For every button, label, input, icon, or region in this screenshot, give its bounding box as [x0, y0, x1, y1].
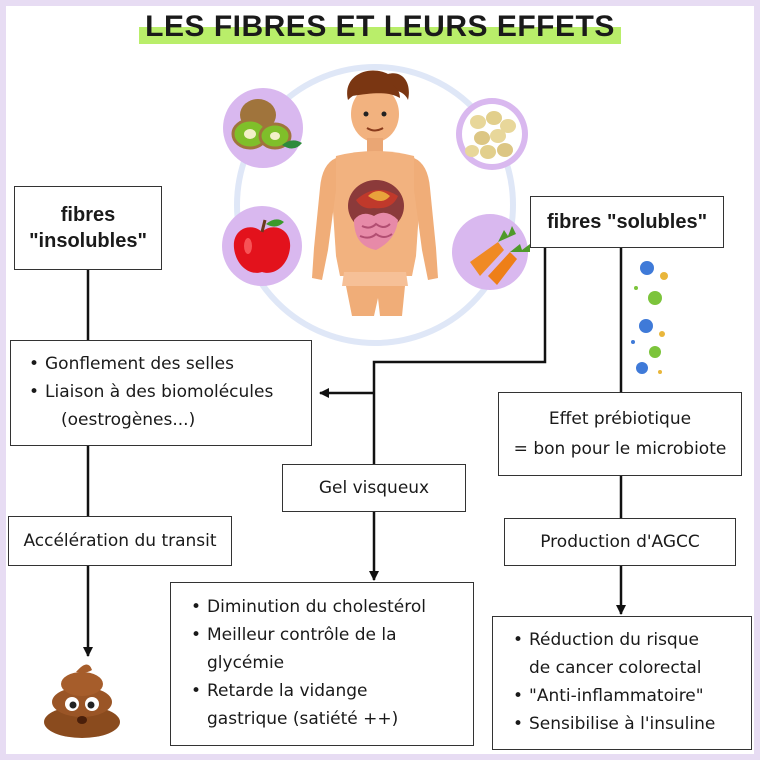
human-body-icon: [312, 70, 438, 316]
agcc-effect-line: "Anti-inflammatoire": [529, 686, 704, 706]
transit-label: Accélération du transit: [23, 531, 217, 551]
title-wrap: LES FIBRES ET LEURS EFFETS: [0, 10, 760, 44]
poop-icon: [44, 664, 120, 738]
body-ring: [234, 64, 516, 346]
prebiotic-box: Effet prébiotique = bon pour le microbio…: [498, 392, 742, 476]
connectors: [83, 248, 626, 657]
soluble-fibres-box: fibres "solubles": [530, 196, 724, 248]
gel-effect-item: Meilleur contrôle de la glycémie: [189, 621, 473, 677]
gel-effects-list: Diminution du cholestérol Meilleur contr…: [189, 593, 473, 733]
gel-effects-box: Diminution du cholestérol Meilleur contr…: [170, 582, 474, 746]
insoluble-label-line1: fibres: [60, 204, 116, 226]
title-text: LES FIBRES ET LEURS EFFETS: [145, 10, 615, 43]
agcc-effect-line: Réduction du risque: [529, 630, 699, 650]
effect-item: Liaison à des biomolécules: [27, 378, 311, 406]
insoluble-label-line2: "insolubles": [29, 230, 147, 252]
agcc-label: Production d'AGCC: [540, 532, 700, 552]
potato-icon: [456, 98, 528, 170]
bulking-effects-box: Gonflement des selles Liaison à des biom…: [10, 340, 312, 446]
agcc-effect-item: Réduction du risque de cancer colorectal: [511, 626, 751, 682]
agcc-effect-line: de cancer colorectal: [529, 658, 702, 678]
insoluble-fibres-box: fibres "insolubles": [14, 186, 162, 270]
effect-item-continuation: (oestrogènes...): [61, 410, 196, 430]
carrot-icon: [452, 214, 530, 290]
prebiotic-line2: = bon pour le microbiote: [513, 439, 727, 459]
gel-effect-line: Diminution du cholestérol: [207, 597, 427, 617]
apple-icon: [222, 206, 302, 286]
gel-effect-item: Diminution du cholestérol: [189, 593, 473, 621]
gel-effect-line: gastrique (satiété ++): [207, 709, 399, 729]
transit-box: Accélération du transit: [8, 516, 232, 566]
agcc-effect-item: "Anti-inflammatoire": [511, 682, 751, 710]
kiwi-icon: [223, 88, 303, 168]
prebiotic-line1: Effet prébiotique: [548, 409, 692, 429]
bacteria-icon: [631, 261, 668, 374]
page-title: LES FIBRES ET LEURS EFFETS: [139, 10, 621, 44]
agcc-effect-item: Sensibilise à l'insuline: [511, 710, 751, 738]
soluble-label: fibres "solubles": [546, 211, 708, 233]
gel-effect-line: Retarde la vidange: [207, 681, 368, 701]
gel-label: Gel visqueux: [318, 478, 430, 498]
agcc-box: Production d'AGCC: [504, 518, 736, 566]
gel-effect-item: Retarde la vidange gastrique (satiété ++): [189, 677, 473, 733]
gel-effect-line: glycémie: [207, 653, 285, 673]
gel-effect-line: Meilleur contrôle de la: [207, 625, 397, 645]
effect-item: Gonflement des selles: [27, 350, 311, 378]
bulking-effects-list: Gonflement des selles Liaison à des biom…: [27, 350, 311, 406]
gel-box: Gel visqueux: [282, 464, 466, 512]
agcc-effect-line: Sensibilise à l'insuline: [529, 714, 716, 734]
